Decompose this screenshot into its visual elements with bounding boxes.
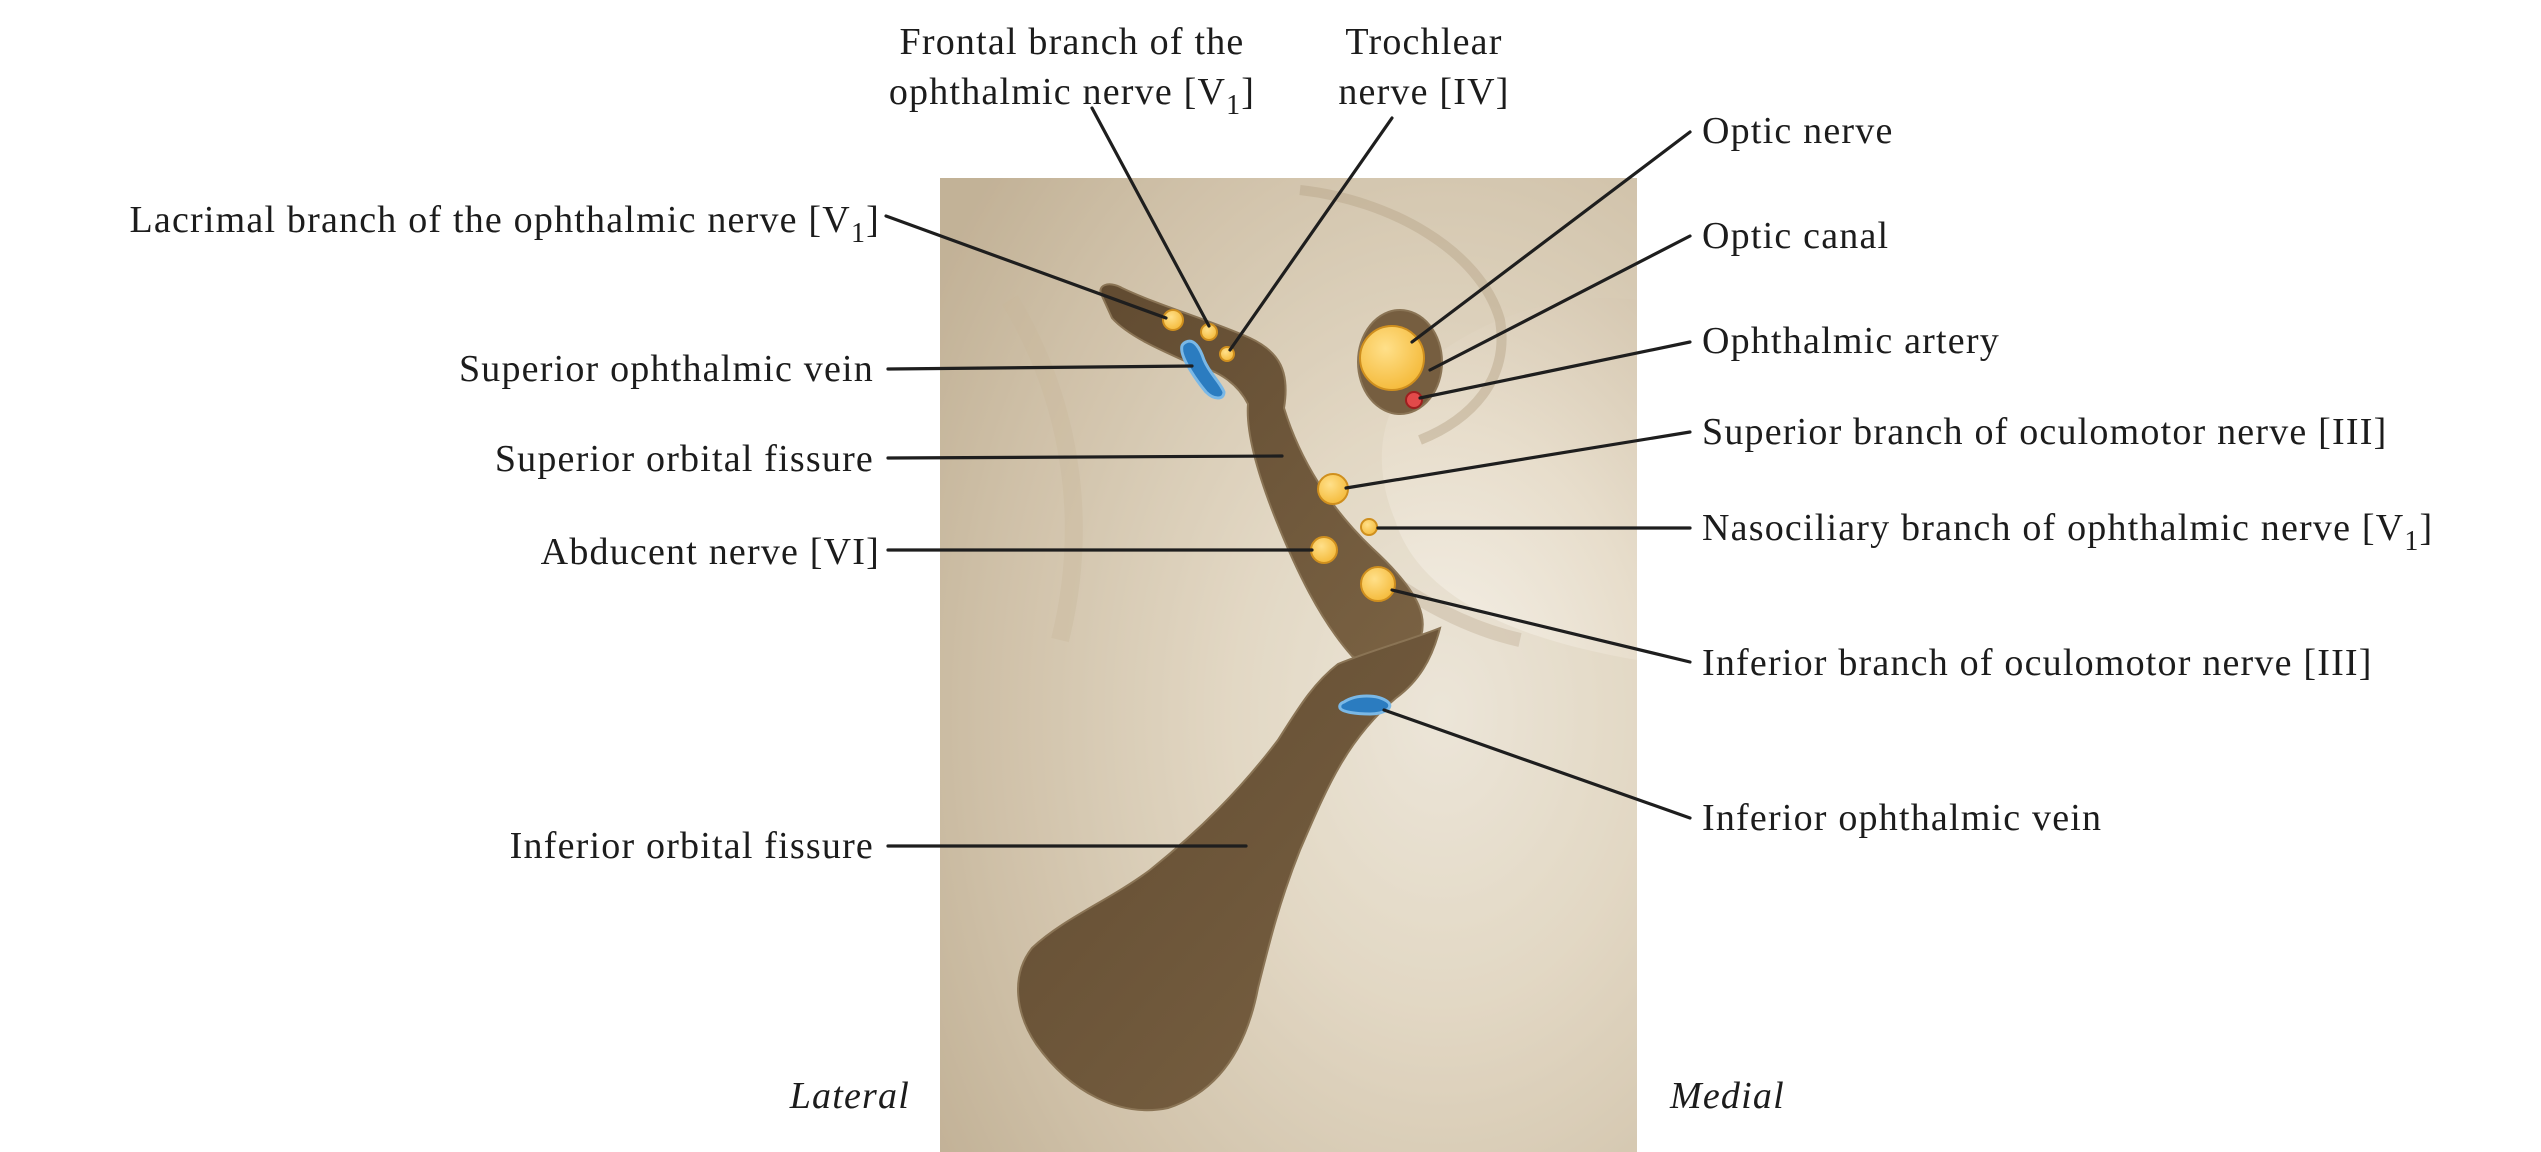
label-superior-orbital-fissure: Superior orbital fissure	[495, 438, 874, 480]
label-inferior-oculomotor: Inferior branch of oculomotor nerve [III…	[1702, 642, 2373, 684]
ophthalmic-artery-dot	[1406, 392, 1422, 408]
label-abducent-nerve: Abducent nerve [VI]	[541, 531, 880, 573]
optic-nerve-dot	[1360, 326, 1424, 390]
abducent-nerve-dot	[1311, 537, 1337, 563]
label-frontal-branch-line2: ophthalmic nerve [V1]	[889, 71, 1255, 121]
orientation-lateral: Lateral	[789, 1075, 910, 1117]
leader-superior-orbital-fissure	[888, 456, 1282, 458]
label-optic-nerve: Optic nerve	[1702, 110, 1894, 152]
label-superior-ophthalmic-vein: Superior ophthalmic vein	[459, 348, 874, 390]
orientation-medial: Medial	[1669, 1075, 1785, 1117]
label-superior-oculomotor: Superior branch of oculomotor nerve [III…	[1702, 411, 2387, 453]
label-inferior-ophthalmic-vein: Inferior ophthalmic vein	[1702, 797, 2102, 839]
label-trochlear-line1: Trochlear	[1345, 21, 1502, 63]
inferior-oculomotor-dot	[1361, 567, 1395, 601]
label-lacrimal-branch: Lacrimal branch of the ophthalmic nerve …	[129, 199, 880, 249]
superior-oculomotor-dot	[1318, 474, 1348, 504]
label-inferior-orbital-fissure: Inferior orbital fissure	[510, 825, 874, 867]
label-ophthalmic-artery: Ophthalmic artery	[1702, 320, 2000, 362]
label-optic-canal: Optic canal	[1702, 215, 1889, 257]
inferior-ophthalmic-vein-shape	[1340, 696, 1390, 714]
lacrimal-nerve-dot	[1163, 310, 1183, 330]
label-nasociliary-branch: Nasociliary branch of ophthalmic nerve […	[1702, 507, 2433, 557]
label-frontal-branch-line1: Frontal branch of the	[900, 21, 1245, 63]
label-trochlear-line2: nerve [IV]	[1338, 71, 1509, 113]
nasociliary-nerve-dot	[1361, 519, 1377, 535]
